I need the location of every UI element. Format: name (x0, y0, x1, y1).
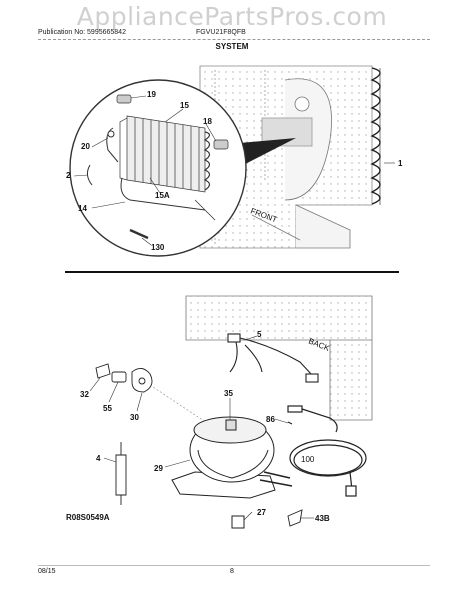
callout-labels-bottom: 5 BACK 32 55 30 35 86 4 29 100 27 43B R0… (66, 330, 331, 523)
cabinet-interior (199, 65, 373, 249)
header-divider (38, 39, 430, 40)
condenser-coil (370, 67, 381, 205)
cabinet-bottom (185, 295, 373, 421)
publication-number: Publication No: 5995665842 (38, 29, 126, 36)
callout-leaders-bottom (89, 335, 314, 521)
callout-14: 14 (78, 204, 87, 213)
callout-55: 55 (103, 404, 112, 413)
callout-32: 32 (80, 390, 89, 399)
sensor-20 (107, 130, 115, 138)
part-19-clip (116, 94, 132, 104)
section-title: SYSTEM (215, 42, 249, 51)
evaporator-detail-circle (69, 79, 247, 257)
callout-5: 5 (257, 330, 262, 339)
part-18-clip (213, 139, 229, 150)
callout-4: 4 (96, 454, 101, 463)
callout-27: 27 (257, 508, 266, 517)
callout-2: 2 (66, 171, 71, 180)
footer-date: 08/15 (38, 568, 56, 575)
power-cord (287, 405, 367, 497)
callout-43b: 43B (315, 514, 330, 523)
callout-100: 100 (301, 455, 315, 464)
model-number: FGVU21F8QFB (196, 29, 246, 36)
filter-drier (115, 442, 127, 505)
wiring-harness (227, 333, 319, 383)
callout-86: 86 (266, 415, 275, 424)
callout-130: 130 (151, 243, 165, 252)
diagram-code: R08S0549A (66, 513, 110, 522)
capillary-tube (120, 177, 206, 211)
callout-18: 18 (203, 117, 212, 126)
callout-20: 20 (81, 142, 90, 151)
page-number: 8 (230, 568, 234, 575)
part-130-screw (129, 228, 149, 240)
part-86-screw (287, 421, 293, 425)
callout-leaders-top (73, 95, 217, 246)
callout-29: 29 (154, 464, 163, 473)
callout-19: 19 (147, 90, 156, 99)
part-43b-clip (287, 509, 303, 527)
callout-30: 30 (130, 413, 139, 422)
start-relay-parts (95, 363, 153, 393)
callout-15a: 15A (155, 191, 170, 200)
callout-35: 35 (224, 389, 233, 398)
callout-15: 15 (180, 101, 189, 110)
evaporator (119, 115, 211, 193)
part-27-grommet (231, 515, 245, 529)
compressor (171, 416, 293, 499)
callout-1: 1 (398, 159, 403, 168)
footer-divider (38, 565, 430, 566)
